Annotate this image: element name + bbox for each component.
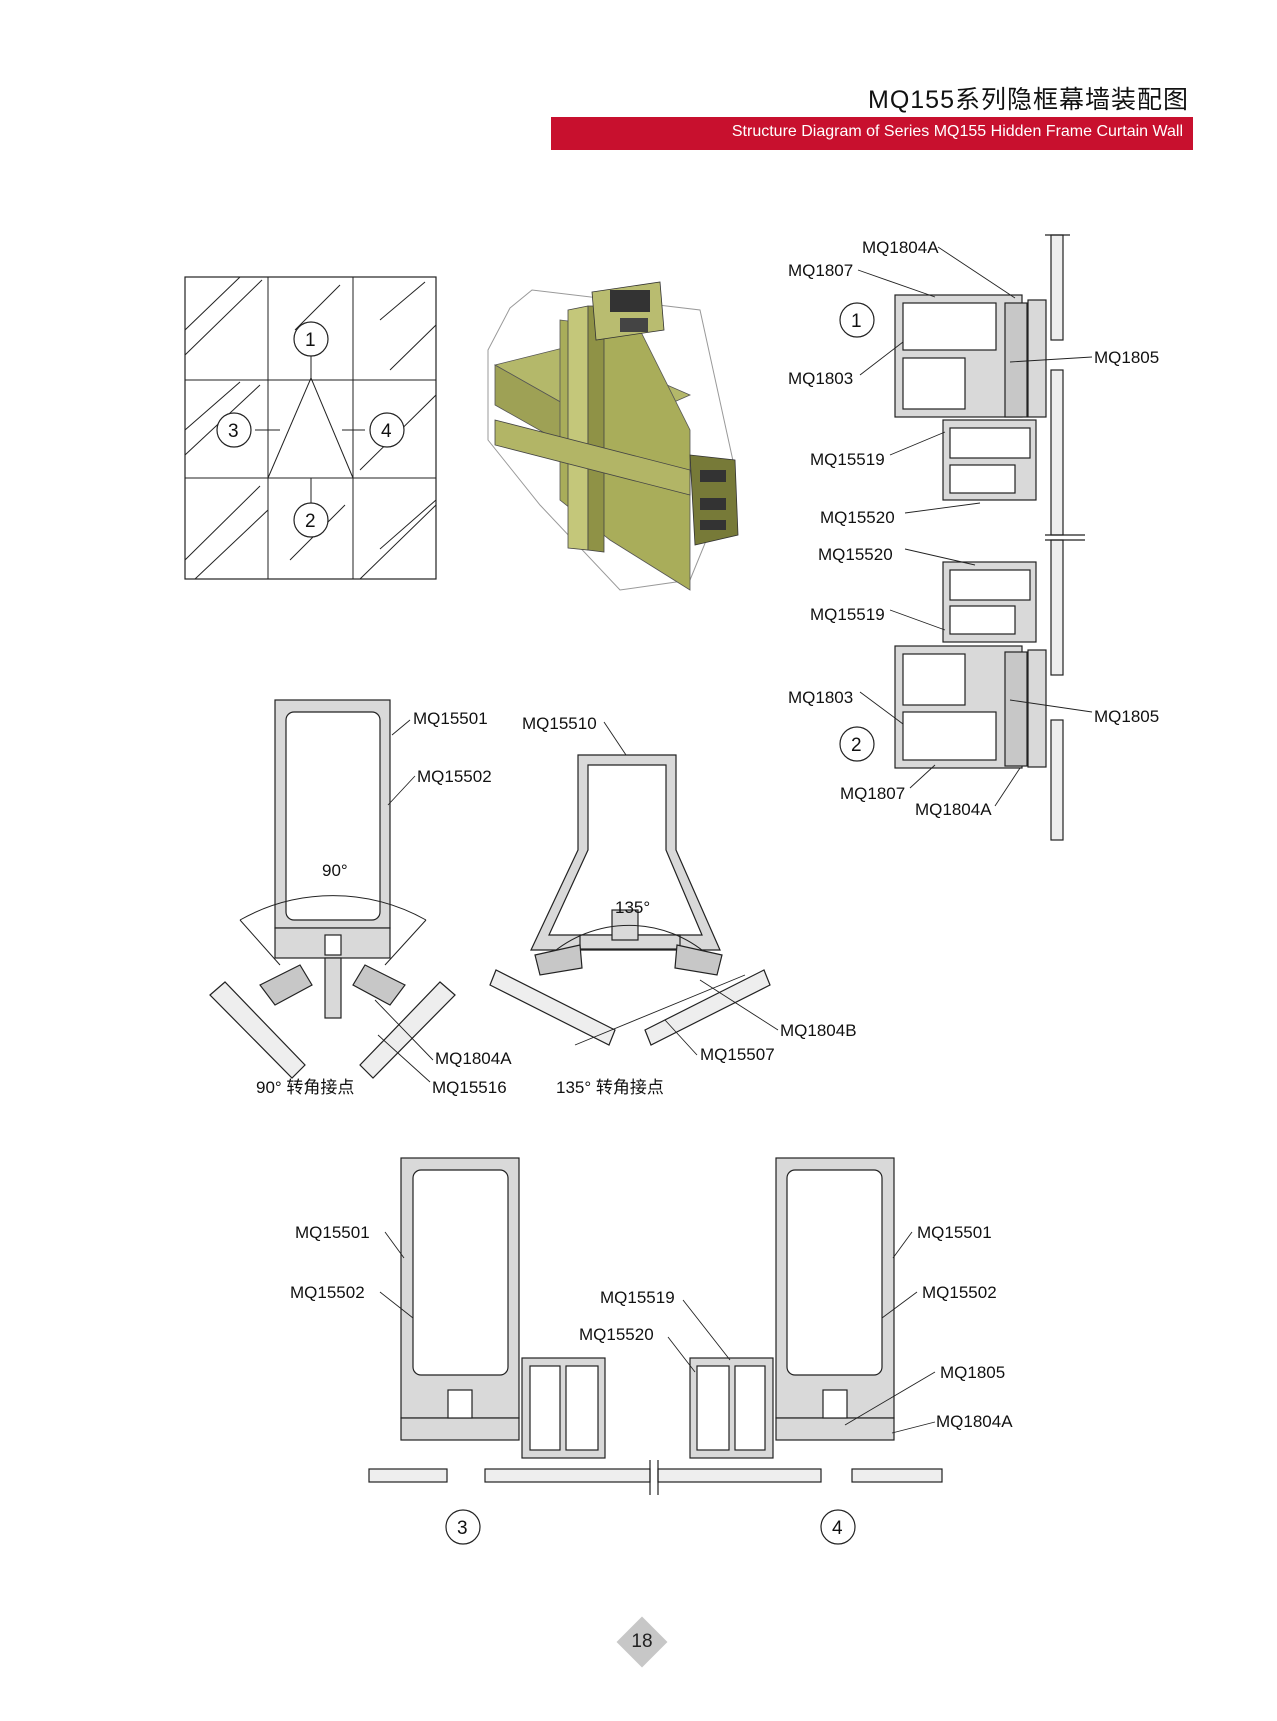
angle-90: 90° [322,861,348,880]
label-mq15519: MQ15519 [600,1288,675,1307]
marker-3: 3 [228,421,239,442]
page-title: MQ155系列隐框幕墙装配图 [868,86,1189,114]
label-mq15507: MQ15507 [700,1045,775,1064]
marker-3: 3 [457,1518,468,1539]
label-mq15501: MQ15501 [413,709,488,728]
label-mq1805: MQ1805 [940,1363,1005,1382]
page-number: 18 [631,1631,653,1652]
label-mq1804a: MQ1804A [862,238,939,257]
marker-4: 4 [381,421,392,442]
corner-135-labels: MQ15510 135° MQ1804B MQ15507 135° 转角接点 [522,714,857,1097]
label-mq1804a: MQ1804A [915,800,992,819]
angle-135: 135° [615,898,650,917]
marker-4: 4 [832,1518,843,1539]
label-mq1805: MQ1805 [1094,348,1159,367]
label-mq1803: MQ1803 [788,688,853,707]
label-mq1807: MQ1807 [840,784,905,803]
page-subtitle: Structure Diagram of Series MQ155 Hidden… [731,123,1183,140]
label-mq15519: MQ15519 [810,450,885,469]
section-1-2-labels: MQ1804A MQ1807 MQ1803 MQ1805 MQ15519 MQ1… [788,238,1159,819]
label-mq1807: MQ1807 [788,261,853,280]
label-mq15502: MQ15502 [290,1283,365,1302]
elevation-grid: 1 2 3 4 [184,276,437,580]
isometric-3d-view [487,281,739,591]
label-mq15520: MQ15520 [579,1325,654,1344]
label-mq1804a: MQ1804A [435,1049,512,1068]
caption-90-corner: 90° 转角接点 [256,1078,354,1097]
marker-2: 2 [851,735,862,756]
label-mq15510: MQ15510 [522,714,597,733]
label-mq15520: MQ15520 [820,508,895,527]
marker-1: 1 [851,311,862,332]
label-mq1804b: MQ1804B [780,1021,857,1040]
label-mq1803: MQ1803 [788,369,853,388]
marker-2: 2 [305,511,316,532]
page-number-badge: 18 [616,1616,668,1668]
title-banner: Structure Diagram of Series MQ155 Hidden… [551,117,1193,150]
label-mq15502: MQ15502 [417,767,492,786]
marker-1: 1 [305,330,316,351]
corner-90-labels: MQ15501 MQ15502 90° MQ1804A MQ15516 90° … [256,709,512,1097]
section-3-4-labels: MQ15501 MQ15502 MQ15519 MQ15520 MQ15501 … [290,1223,1013,1539]
section-1-2 [839,234,1093,841]
label-mq15502: MQ15502 [922,1283,997,1302]
label-mq15519: MQ15519 [810,605,885,624]
label-mq1804a: MQ1804A [936,1412,1013,1431]
label-mq15501: MQ15501 [295,1223,370,1242]
label-mq15516: MQ15516 [432,1078,507,1097]
label-mq15520: MQ15520 [818,545,893,564]
corner-90-detail [209,699,456,1083]
label-mq15501: MQ15501 [917,1223,992,1242]
section-3-4 [368,1157,943,1545]
label-mq1805: MQ1805 [1094,707,1159,726]
corner-135-detail [489,721,779,1056]
caption-135-corner: 135° 转角接点 [556,1078,664,1097]
